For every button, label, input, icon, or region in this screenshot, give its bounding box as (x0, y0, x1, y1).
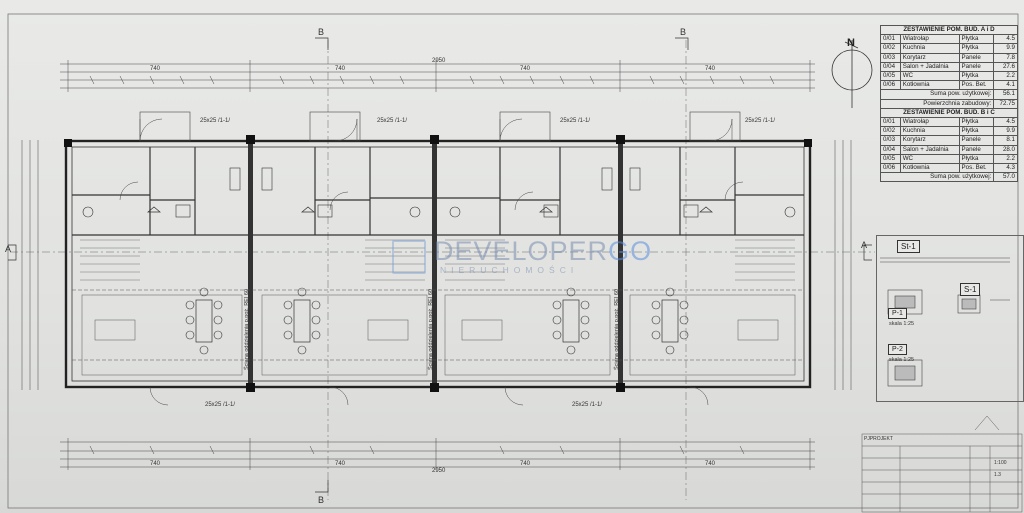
fire-wall-label: Ściana oddzielenia p.poż. REI 60 (428, 288, 434, 370)
section-marker-b: B (318, 27, 325, 37)
unit-dimension: 740 (520, 461, 531, 467)
column-label: 25x25 /1-1/ (560, 118, 591, 124)
developergo-logo-icon (392, 240, 426, 274)
column-label: 25x25 /1-1/ (745, 118, 776, 124)
schedule-title: ZESTAWIENIE POM. BUD. B i C (880, 107, 1018, 119)
title-block-scale: 1:100 (994, 460, 1007, 466)
detail-tag-p1: P-1 (888, 308, 907, 319)
detail-panel (876, 235, 1024, 402)
sum-row: Suma pow. użytkowej:57.0 (879, 172, 1018, 183)
sum-row: Suma pow. użytkowej:56.1 (879, 89, 1018, 100)
unit-dimension: 740 (335, 461, 346, 467)
schedule-title: ZESTAWIENIE POM. BUD. A i D (880, 24, 1018, 36)
unit-dimension: 740 (520, 66, 531, 72)
detail-tag-s1: S-1 (960, 283, 981, 296)
detail-tag-st1: St-1 (897, 240, 920, 253)
total-dimension-top: 2950 (432, 58, 446, 64)
detail-tag-p2: P-2 (888, 344, 907, 355)
column-label: 25x25 /1-1/ (377, 118, 408, 124)
unit-dimension: 740 (150, 461, 161, 467)
scale-label: skala 1:25 (889, 321, 915, 327)
unit-dimension: 740 (150, 66, 161, 72)
column-label: 25x25 /1-1/ (200, 118, 231, 124)
title-block-sheet-no: 1.3 (994, 472, 1001, 478)
built-area-row: Powierzchnia zabudowy:72.75 (879, 98, 1018, 109)
section-marker-a-left: A (5, 244, 12, 254)
section-marker-b: B (680, 27, 687, 37)
total-dimension-bottom: 2950 (432, 468, 446, 474)
column-label: 25x25 /1-1/ (205, 402, 236, 408)
section-marker-a-right: A (861, 240, 868, 250)
fire-wall-label: Ściana oddzielenia p.poż. REI 60 (614, 288, 620, 370)
unit-dimension: 740 (335, 66, 346, 72)
scale-label: skala 1:25 (889, 357, 915, 363)
fire-wall-label: Ściana oddzielenia p.poż. REI 60 (244, 288, 250, 370)
developergo-watermark: DEVELOPERGO NIERUCHOMOŚCI (392, 236, 652, 275)
section-marker-b: B (318, 495, 325, 505)
unit-dimension: 740 (705, 66, 716, 72)
title-block-company: PJPROJEKT (864, 436, 893, 442)
column-label: 25x25 /1-1/ (572, 402, 603, 408)
unit-dimension: 740 (705, 461, 716, 467)
svg-text:N: N (847, 37, 855, 49)
title-block: PJPROJEKT 1:100 1.3 (862, 434, 1024, 513)
